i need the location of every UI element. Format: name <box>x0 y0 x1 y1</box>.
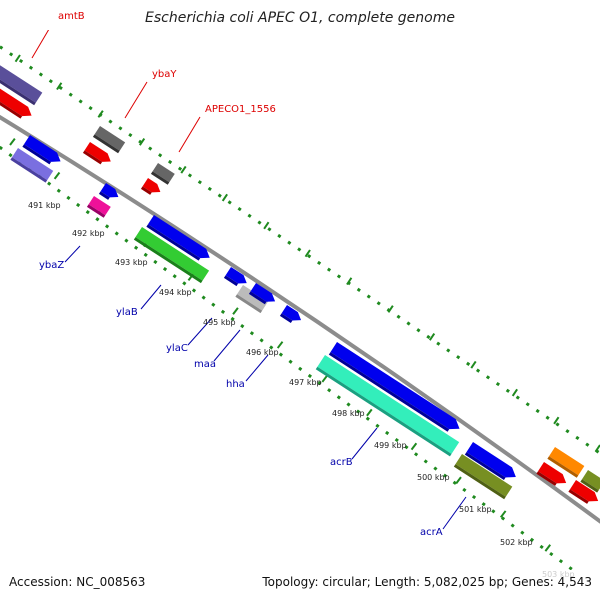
gene-label-maa: maa <box>194 359 216 370</box>
major-tick <box>263 221 270 230</box>
gene-feature <box>86 196 111 218</box>
kbp-scale: 491 kbp 492 kbp 493 kbp 494 kbp 495 kbp … <box>28 201 575 579</box>
gene-feature <box>315 355 460 457</box>
kbp-label: 491 kbp <box>28 201 61 210</box>
gene-feature <box>223 267 247 287</box>
gene-feature <box>0 60 43 106</box>
major-tick <box>544 544 552 552</box>
major-tick <box>553 416 560 425</box>
accession-text: Accession: NC_008563 <box>9 575 146 589</box>
kbp-label: 501 kbp <box>459 505 492 514</box>
gene-label-acrB: acrB <box>330 457 353 468</box>
kbp-label: 492 kbp <box>72 229 105 238</box>
major-tick <box>428 333 436 341</box>
major-tick <box>180 165 187 174</box>
leader-line <box>124 81 148 119</box>
gene-labels-blue: ybaZ ylaB ylaC maa hha acrB acrA <box>39 260 443 538</box>
gene-label-acrA: acrA <box>420 527 443 538</box>
gene-feature <box>279 305 302 323</box>
major-tick <box>304 249 311 258</box>
major-tick <box>455 476 462 485</box>
gene-feature <box>328 342 460 432</box>
gene-label-ylaC: ylaC <box>166 343 188 354</box>
major-tick <box>56 82 63 91</box>
major-tick <box>221 193 228 202</box>
gene-feature <box>133 227 210 284</box>
gene-feature <box>98 183 119 200</box>
major-tick <box>387 305 394 313</box>
leader-line <box>442 496 467 530</box>
leader-line <box>351 427 378 460</box>
kbp-label: 494 kbp <box>159 288 192 297</box>
major-tick <box>499 510 507 518</box>
gene-feature <box>580 470 600 493</box>
gene-features <box>0 60 600 504</box>
label-leaders <box>31 30 467 530</box>
gene-feature <box>536 462 567 486</box>
tick-ring <box>0 44 600 456</box>
leader-line <box>178 116 201 153</box>
gene-feature <box>235 285 269 314</box>
major-tick <box>232 307 239 315</box>
gene-feature <box>140 178 161 195</box>
kbp-label: 499 kbp <box>374 441 407 450</box>
leader-line <box>140 284 162 310</box>
leader-line <box>245 354 269 382</box>
gene-feature <box>568 480 599 504</box>
gene-feature <box>92 126 126 154</box>
major-tick <box>594 444 600 453</box>
kbp-label: 493 kbp <box>115 258 148 267</box>
leader-line <box>64 245 81 263</box>
map-title: Escherichia coli APEC O1, complete genom… <box>145 10 455 26</box>
kbp-label: 498 kbp <box>332 409 365 418</box>
major-tick <box>410 442 418 451</box>
gene-feature <box>10 148 54 183</box>
gene-labels-red: amtB ybaY APECO1_1556 <box>58 11 276 115</box>
leader-line <box>213 329 241 362</box>
kbp-label: 502 kbp <box>500 538 533 547</box>
gene-label-APECO1_1556: APECO1_1556 <box>205 104 276 115</box>
tick-marks <box>0 44 600 570</box>
gene-label-hha: hha <box>226 379 245 390</box>
major-tick <box>97 110 104 118</box>
major-tick <box>470 360 477 369</box>
gene-label-ybaY: ybaY <box>152 69 177 80</box>
major-tick <box>366 408 373 417</box>
gene-feature <box>0 86 32 119</box>
major-tick <box>53 171 61 180</box>
kbp-label: 495 kbp <box>203 318 236 327</box>
genome-backbone <box>0 114 600 524</box>
leader-line <box>187 317 213 346</box>
major-tick <box>9 138 16 146</box>
gene-label-amtB: amtB <box>58 11 85 22</box>
gene-feature <box>146 215 210 261</box>
gene-feature <box>150 163 175 185</box>
gene-label-ybaZ: ybaZ <box>39 260 64 271</box>
kbp-label: 503 kbp <box>542 570 575 579</box>
gene-label-ylaB: ylaB <box>116 307 138 318</box>
leader-line <box>31 30 50 59</box>
major-tick <box>14 54 21 63</box>
gene-feature <box>464 442 516 480</box>
kbp-label: 500 kbp <box>417 473 450 482</box>
major-tick <box>276 341 284 349</box>
gene-feature <box>22 135 61 165</box>
major-tick <box>511 388 518 397</box>
gene-feature <box>547 447 585 478</box>
gene-feature <box>248 283 276 305</box>
major-tick <box>138 138 146 146</box>
kbp-label: 496 kbp <box>246 348 279 357</box>
genome-stats-text: Topology: circular; Length: 5,082,025 bp… <box>262 575 592 589</box>
major-tick <box>321 374 328 383</box>
gene-feature <box>453 454 513 500</box>
major-tick <box>346 277 353 286</box>
kbp-label: 497 kbp <box>289 378 322 387</box>
gene-feature <box>82 142 111 165</box>
